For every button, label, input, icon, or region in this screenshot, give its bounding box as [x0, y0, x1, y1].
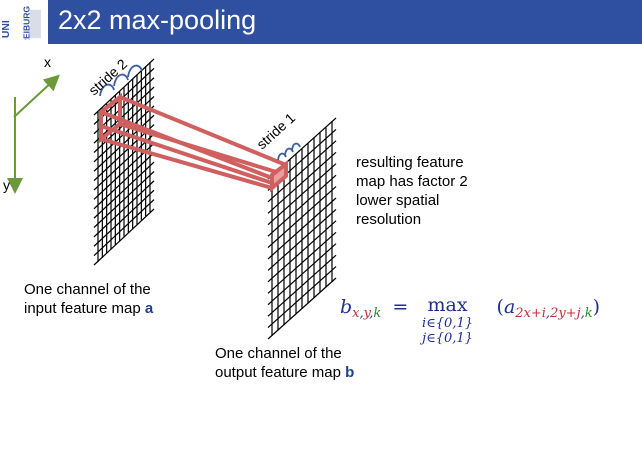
grid-line: [93, 180, 155, 238]
input-caption-symbol: a: [144, 300, 154, 317]
max-pooling-formula: bx,y,k = max i∈{0,1} j∈{0,1} (a2x+i,2y+j…: [340, 294, 601, 346]
resolution-note: resulting feature map has factor 2 lower…: [356, 153, 468, 229]
grid-line: [267, 208, 337, 271]
grid-line: [267, 197, 337, 260]
logo-seal: [29, 9, 41, 39]
input-caption-line2: input feature map a: [24, 299, 153, 318]
stride-arc: [113, 73, 129, 87]
input-caption-line1: One channel of the: [24, 281, 151, 298]
stride-arc: [127, 64, 143, 78]
slide-header: [0, 0, 642, 44]
pool-edge-right: [119, 122, 287, 177]
grid-line: [267, 174, 337, 237]
grid-line: [93, 114, 155, 172]
logo-uni: UNI: [2, 20, 12, 38]
input-map-caption: One channel of the input feature map a: [24, 280, 153, 318]
note-line2: map has factor 2: [356, 173, 468, 190]
formula-rhs-a: a: [503, 296, 516, 318]
pool-edge-top: [119, 95, 287, 167]
grid-line: [267, 163, 337, 226]
grid-line: [93, 161, 155, 219]
stride-arc: [277, 152, 287, 161]
formula-lhs: b: [340, 296, 353, 318]
grid-line: [93, 133, 155, 191]
formula-lhs-k: k: [373, 306, 382, 322]
x-axis-arrow: [13, 74, 60, 118]
grid-line: [93, 77, 155, 135]
formula-max: max: [427, 294, 468, 316]
input-feature-map-grid: [93, 58, 155, 266]
stride-1-label: stride 1: [253, 109, 298, 152]
x-axis-label: x: [44, 54, 51, 70]
grid-line: [93, 86, 155, 144]
stride-2-arcs: [99, 64, 143, 97]
formula-lhs-x: x: [352, 306, 360, 322]
stride-arc: [284, 147, 294, 156]
formula-range-i: i∈{0,1}: [422, 316, 473, 331]
formula-range-j: j∈{0,1}: [422, 331, 473, 346]
formula-rhs-y: 2y+j: [550, 306, 581, 322]
note-line3: lower spatial: [356, 192, 440, 209]
grid-line: [93, 58, 155, 116]
logo-freiburg: FREIBURG: [22, 6, 32, 40]
grid-line: [267, 220, 337, 283]
grid-line: [267, 277, 337, 340]
grid-line: [93, 152, 155, 210]
grid-line: [93, 189, 155, 247]
grid-line: [267, 243, 337, 306]
formula-lhs-y: y: [363, 306, 370, 322]
grid-line: [267, 254, 337, 317]
formula-close-paren: ): [592, 296, 601, 318]
output-feature-map-grid: [267, 117, 337, 340]
formula-open-paren: (: [496, 296, 504, 318]
stride-1-arcs: [277, 142, 301, 161]
university-logo: UNI FREIBURG: [0, 0, 48, 44]
grid-line: [267, 266, 337, 329]
grid-line: [267, 231, 337, 294]
output-caption-symbol: b: [345, 364, 355, 381]
note-line1: resulting feature: [356, 154, 464, 171]
output-caption-line2: output feature map b: [215, 363, 354, 382]
output-map-caption: One channel of the output feature map b: [215, 344, 354, 382]
formula-max-block: max i∈{0,1} j∈{0,1}: [422, 294, 473, 346]
grid-line: [267, 151, 337, 214]
formula-rhs-x: 2x+i: [515, 306, 546, 322]
output-pool-cell: [270, 159, 288, 193]
stride-arc: [99, 83, 115, 97]
axis-indicator: x y: [3, 54, 60, 194]
grid-line: [93, 171, 155, 228]
slide-title: 2x2 max-pooling: [58, 5, 257, 35]
formula-rhs-k: k: [584, 306, 593, 322]
note-line4: resolution: [356, 211, 422, 228]
input-caption-prefix: input feature map: [24, 300, 145, 317]
y-axis-label: y: [3, 177, 10, 193]
grid-line: [267, 186, 337, 249]
formula-equals: =: [392, 296, 409, 318]
output-caption-prefix: output feature map: [215, 364, 346, 381]
stride-arc: [291, 142, 301, 151]
pool-edge-bottom: [100, 137, 273, 190]
pooling-connection-box: [99, 92, 288, 193]
grid-line: [267, 140, 337, 203]
pool-edge-mid: [100, 124, 273, 185]
grid-line: [93, 124, 155, 182]
grid-line: [93, 199, 155, 257]
grid-line: [93, 208, 155, 266]
output-caption-line1: One channel of the: [215, 345, 342, 362]
